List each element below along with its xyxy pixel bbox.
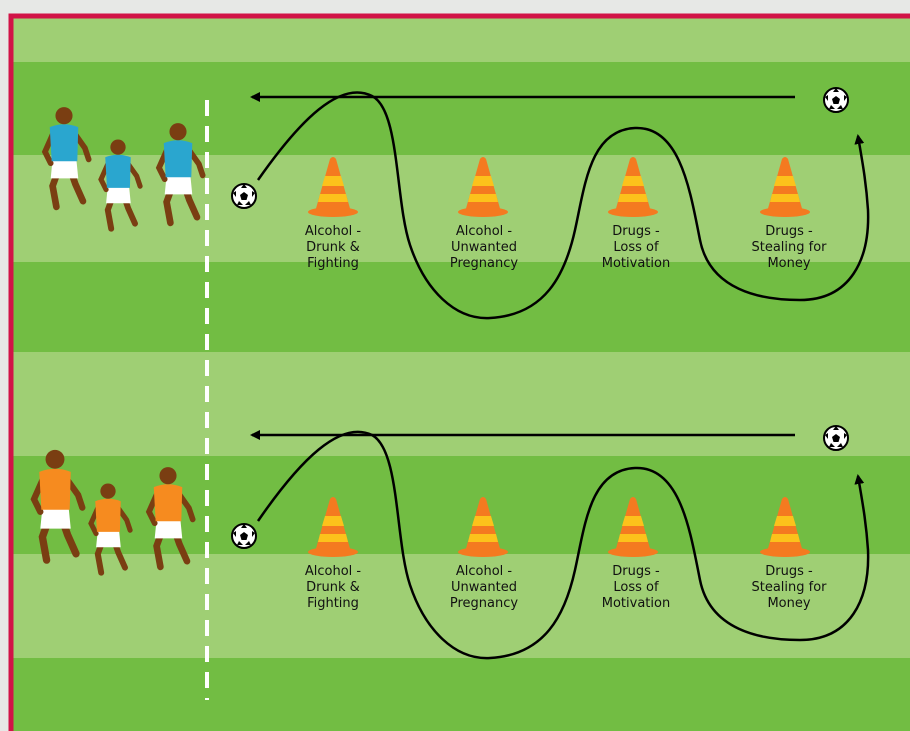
cone-label: Alcohol - Drunk & Fighting [278,564,388,612]
pitch-stripe [9,658,910,731]
pitch-stripe [9,352,910,456]
cone-label: Drugs - Loss of Motivation [581,564,691,612]
cone-label: Drugs - Loss of Motivation [581,224,691,272]
ball-start-icon [232,184,256,208]
ball-end-icon [824,426,848,450]
cone-label: Drugs - Stealing for Money [734,224,844,272]
cone-label: Alcohol - Unwanted Pregnancy [429,224,539,272]
cone-label: Alcohol - Unwanted Pregnancy [429,564,539,612]
pitch-stripe [9,14,910,62]
ball-end-icon [824,88,848,112]
ball-start-icon [232,524,256,548]
cone-label: Drugs - Stealing for Money [734,564,844,612]
pitch-stripes [9,14,910,731]
cone-label: Alcohol - Drunk & Fighting [278,224,388,272]
pitch-stripe [9,62,910,155]
pitch-stripe [9,262,910,352]
